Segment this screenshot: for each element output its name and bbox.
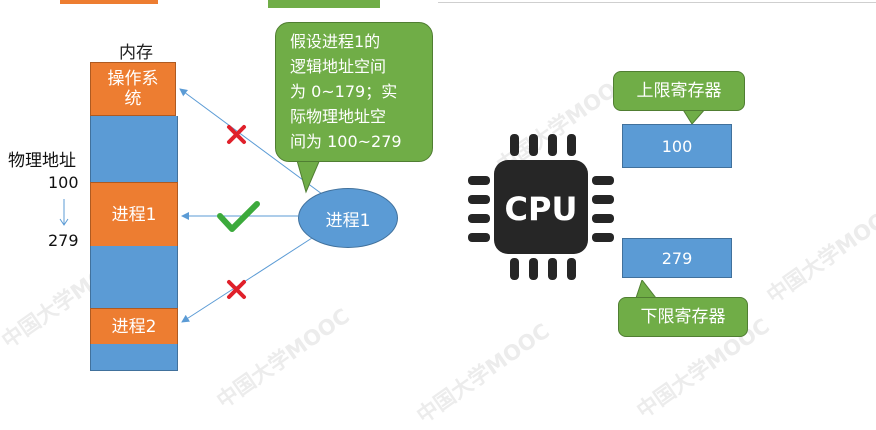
- lower-callout-tail: [635, 280, 657, 298]
- callout-line: 间为 100~279: [290, 132, 402, 151]
- process1-block: 进程1: [90, 182, 178, 248]
- lower-register-value: 279: [622, 238, 732, 278]
- check-icon: [217, 201, 260, 232]
- arrow-to-process2: [181, 237, 313, 323]
- memory-title: 内存: [119, 43, 153, 63]
- physical-address-label: 物理地址: [8, 151, 76, 171]
- memory-free-area: [90, 116, 178, 182]
- cross-icon: [227, 280, 246, 299]
- upper-register-label: 上限寄存器: [613, 71, 745, 111]
- top-cropped-orange-shape: [60, 0, 158, 4]
- cpu-chip-icon: [468, 134, 614, 280]
- callout-line: 逻辑地址空间: [290, 57, 387, 76]
- callout-line: 假设进程1的: [290, 32, 381, 51]
- callout-line: 为 0~179；实: [290, 82, 398, 101]
- cross-icon: [227, 125, 246, 144]
- lower-register-label: 下限寄存器: [618, 297, 748, 337]
- mapping-arrows: [179, 88, 323, 323]
- physical-address-start: 100: [48, 173, 79, 192]
- physical-address-end: 279: [48, 231, 79, 250]
- memory-free-area: [90, 246, 178, 308]
- top-rule: [438, 2, 876, 3]
- cpu-label: CPU: [504, 190, 578, 228]
- top-cropped-green-shape: [268, 0, 380, 8]
- process2-block: 进程2: [90, 308, 178, 346]
- process-node: 进程1: [298, 188, 398, 248]
- os-block: 操作系统: [90, 62, 176, 116]
- assumption-callout: 假设进程1的 逻辑地址空间 为 0~179；实 际物理地址空 间为 100~27…: [275, 22, 433, 162]
- callout-line: 际物理地址空: [290, 107, 387, 126]
- arrow-to-os: [179, 88, 323, 195]
- down-arrow-icon: [59, 199, 69, 226]
- memory-free-area: [90, 344, 178, 371]
- upper-register-value: 100: [622, 124, 732, 168]
